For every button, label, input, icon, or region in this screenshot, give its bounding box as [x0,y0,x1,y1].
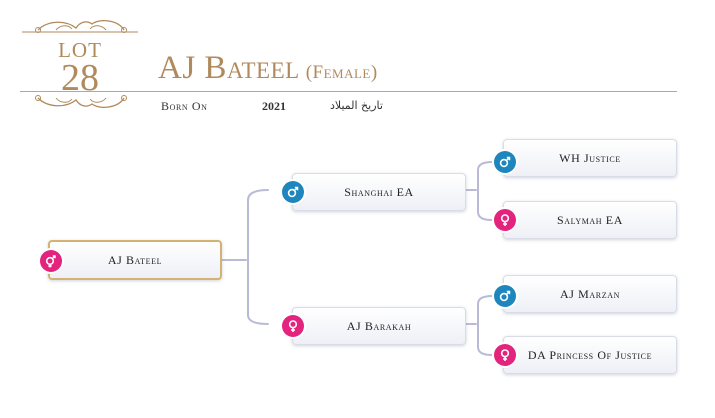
female-icon [282,315,304,337]
sire-dam-name: Salymah EA [557,212,623,227]
sire-name: Shanghai EA [344,184,414,199]
dam-name: AJ Barakah [346,318,412,333]
born-arabic-label: تاريخ الميلاد [330,99,383,112]
pedigree-dam-box[interactable]: AJ Barakah [292,307,466,345]
sire-sire-name: WH Justice [559,150,621,165]
lot-number: 28 [61,57,99,99]
pedigree-dam-dam-box[interactable]: DA Princess Of Justice [503,336,677,374]
born-year: 2021 [262,99,286,113]
horse-title: AJ Bateel(Female) [158,50,378,87]
pedigree-dam-sire-box[interactable]: AJ Marzan [503,275,677,313]
dam-sire-name: AJ Marzan [560,286,620,301]
pedigree-sire-sire-box[interactable]: WH Justice [503,139,677,177]
male-icon [494,285,516,307]
pedigree-sire-box[interactable]: Shanghai EA [292,173,466,211]
lot-badge: LOT 28 [20,14,140,110]
pedigree-sire-dam-box[interactable]: Salymah EA [503,201,677,239]
dam-dam-name: DA Princess Of Justice [527,347,653,362]
ornament-top-icon [22,19,138,33]
male-icon [494,151,516,173]
ornament-bottom-icon [35,95,127,109]
header-divider [20,91,677,92]
lot-label: LOT [58,38,102,62]
horse-name: AJ Bateel [158,50,300,86]
pedigree-subject-box[interactable]: AJ Bateel [48,240,222,280]
male-icon [282,181,304,203]
female-icon [494,209,516,231]
female-male-icon [40,250,62,272]
subject-name: AJ Bateel [107,252,163,267]
horse-sex: (Female) [305,62,378,83]
born-label: Born On [161,99,208,113]
female-icon [494,344,516,366]
